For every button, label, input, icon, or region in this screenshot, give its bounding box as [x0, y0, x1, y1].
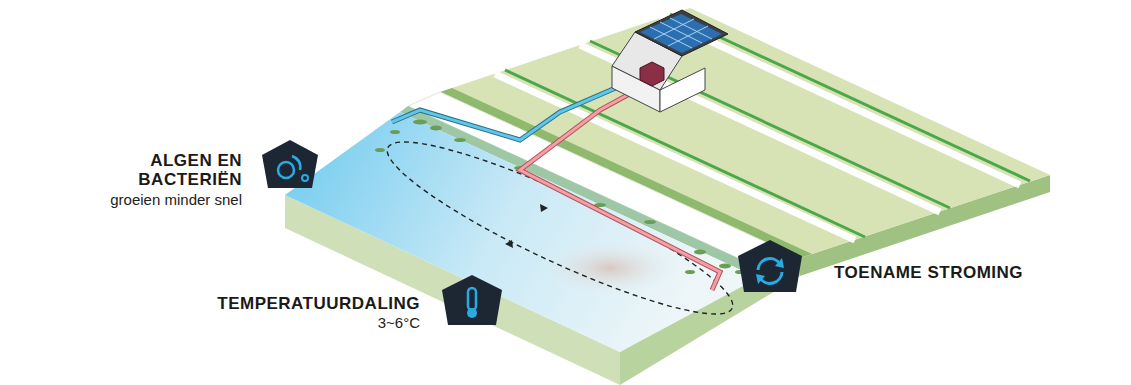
warm-pipe	[520, 80, 720, 290]
house	[612, 10, 728, 112]
circulation-loop	[373, 117, 746, 339]
water	[285, 112, 758, 352]
callout-heading: TEMPERATUURDALING	[180, 294, 420, 313]
flow-icon	[738, 240, 802, 292]
flow-arrow	[540, 204, 548, 212]
callout-heading: TOENAME STROMING	[834, 263, 1124, 282]
callout-note: groeien minder snel	[60, 191, 242, 209]
warm-pipe	[520, 80, 720, 290]
thermometer-icon	[442, 275, 502, 325]
flow-arrow	[505, 240, 513, 248]
callout-heading: ALGEN EN BACTERIËN	[100, 151, 242, 189]
callout-value: 3~6°C	[300, 314, 420, 332]
warm-zone	[540, 240, 680, 296]
algae-icon	[262, 140, 318, 188]
